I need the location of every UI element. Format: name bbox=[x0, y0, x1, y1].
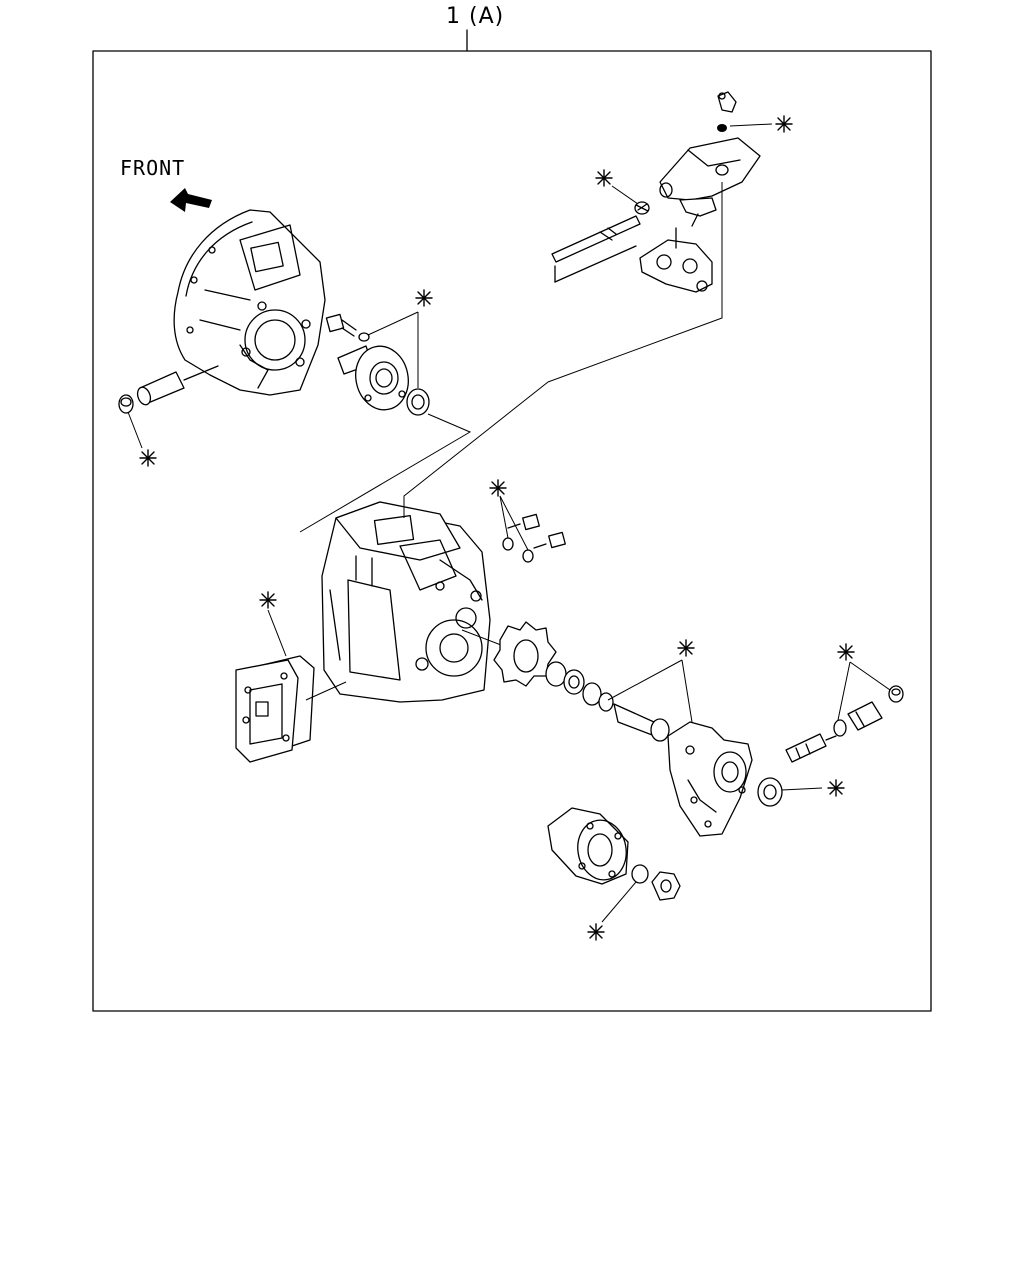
clutch-housing bbox=[173, 209, 326, 396]
callout-leader-plug bbox=[127, 411, 143, 449]
callout-star-washer bbox=[775, 115, 793, 133]
case-connector-line-left bbox=[299, 413, 472, 533]
front-arrow-icon bbox=[170, 188, 212, 212]
side-cover-gasket bbox=[235, 655, 315, 763]
shift-rod bbox=[551, 215, 641, 283]
flange-nut bbox=[651, 871, 681, 901]
callout-leader-washer bbox=[729, 123, 773, 127]
callout-leader-case-b bbox=[499, 495, 529, 551]
shift-seal-washer bbox=[717, 124, 727, 132]
dowel-pin bbox=[136, 365, 219, 406]
callout-star-gasket bbox=[259, 591, 277, 609]
callout-leader-gasket bbox=[267, 609, 287, 657]
case-bolts bbox=[502, 513, 566, 563]
callout-star-rear-seal bbox=[827, 779, 845, 797]
callout-leader-washer-flange bbox=[601, 881, 637, 923]
speedo-sleeve bbox=[847, 701, 883, 731]
callout-leader-case-a bbox=[499, 495, 509, 539]
callout-star-retainer bbox=[415, 289, 433, 307]
shift-fork-block bbox=[639, 227, 713, 293]
oil-seal-front bbox=[406, 388, 430, 416]
shift-spring bbox=[634, 201, 650, 215]
companion-flange bbox=[547, 807, 629, 885]
callout-star-case bbox=[489, 479, 507, 497]
rear-oil-seal bbox=[757, 777, 783, 807]
callout-star-spring bbox=[595, 169, 613, 187]
callout-leader-spring bbox=[611, 185, 639, 205]
shaft-bearings bbox=[545, 661, 614, 712]
callout-star-flange bbox=[587, 923, 605, 941]
callout-leader-speedo-b bbox=[849, 661, 891, 691]
pto-shaft-sleeve bbox=[613, 703, 670, 742]
speedometer-driven-gear bbox=[785, 733, 837, 763]
side-cover-connector bbox=[305, 681, 347, 701]
shift-lever-bracket bbox=[717, 91, 737, 113]
speedo-plug bbox=[888, 685, 904, 703]
transmission-case bbox=[321, 501, 491, 703]
case-connector-line-top bbox=[403, 381, 549, 518]
plug-cap bbox=[118, 394, 134, 414]
front-direction-label: FRONT bbox=[120, 156, 186, 180]
callout-star-rear bbox=[677, 639, 695, 657]
front-bearing-retainer bbox=[337, 345, 409, 411]
diagram-frame bbox=[92, 50, 932, 1012]
shift-connector-line bbox=[547, 182, 723, 383]
flange-washer bbox=[631, 864, 649, 884]
callout-leader-oring bbox=[367, 311, 419, 336]
speedo-o-ring bbox=[833, 719, 847, 737]
bolt-upper bbox=[325, 313, 357, 337]
diagram-title: 1 (A) bbox=[446, 4, 505, 29]
rear-extension-housing bbox=[667, 721, 753, 837]
shift-cover bbox=[659, 137, 761, 227]
callout-leader-oring-rear bbox=[607, 659, 683, 701]
callout-leader-speedo-a bbox=[837, 661, 851, 721]
o-ring-small bbox=[358, 332, 370, 342]
callout-leader-rear-seal bbox=[781, 787, 823, 791]
callout-leader-housing bbox=[681, 659, 693, 723]
callout-star-speedo bbox=[837, 643, 855, 661]
callout-star-plug bbox=[139, 449, 157, 467]
